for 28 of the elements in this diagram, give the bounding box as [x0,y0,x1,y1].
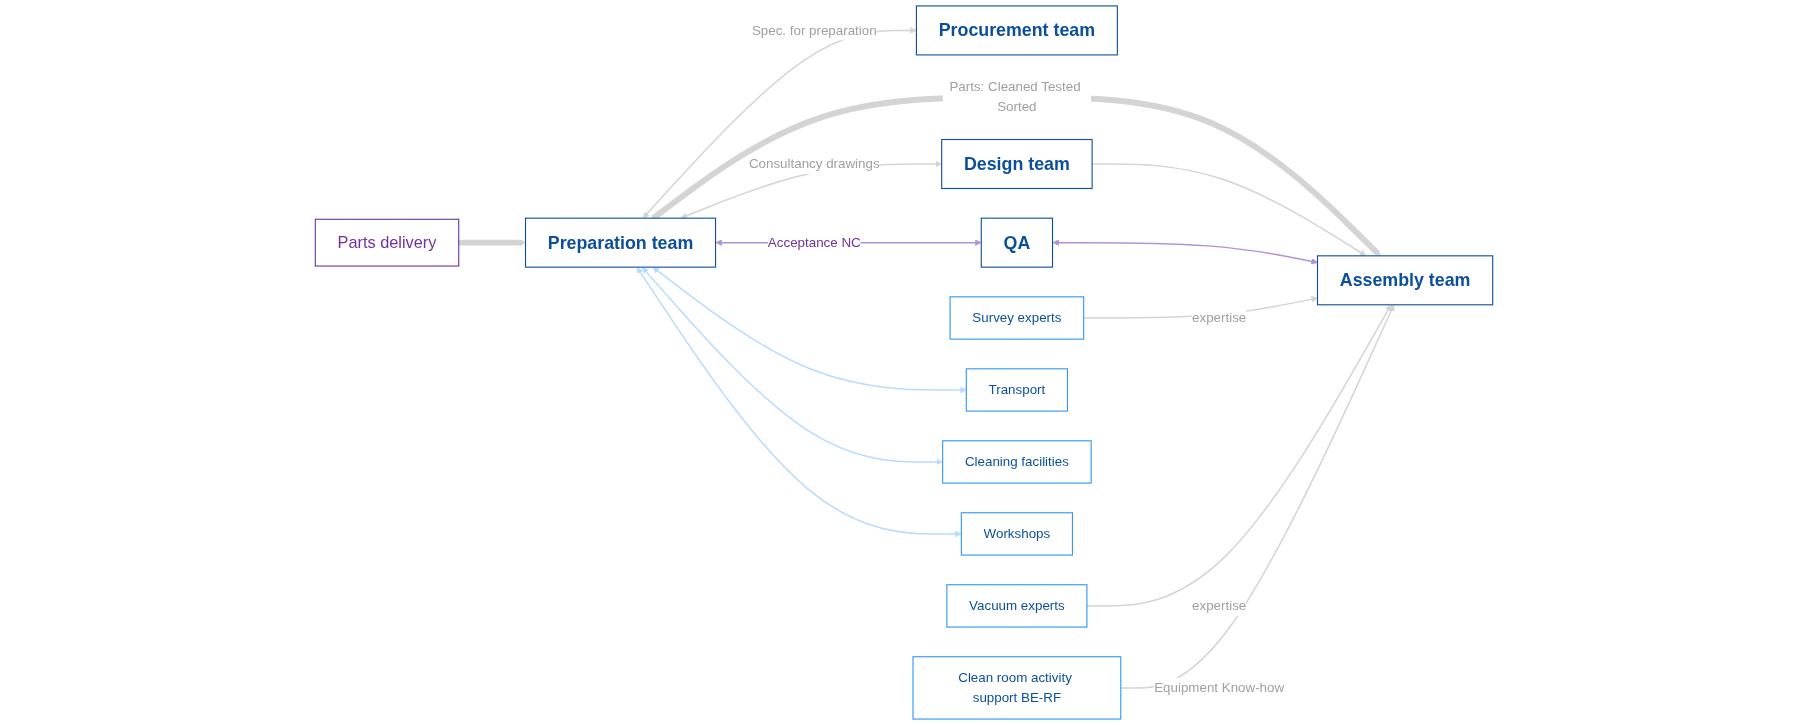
edge-label: Parts: Cleaned Tested Sorted [949,79,1081,115]
arrow [1052,239,1318,265]
edge-label: Spec. for preparation [751,22,877,38]
node-box: Clean room activity support BE-RF [912,656,1122,720]
edge-label: Equipment Know-how [1154,680,1285,695]
node-box: Workshops [960,512,1073,556]
node-box: QA [980,217,1054,268]
edge-label: Consultancy drawings [748,156,880,172]
edge-label: expertise [1192,310,1247,326]
node-box: Transport [965,368,1069,412]
arrow [651,94,1381,257]
node-box: Vacuum experts [946,584,1088,628]
node-box: Preparation team [524,217,717,268]
edge-label: expertise [1192,598,1247,613]
arrow [636,267,962,538]
arrow [1120,304,1395,689]
arrow [642,267,943,466]
node-box: Parts delivery [314,218,460,267]
edge-label: Acceptance NC [767,234,861,250]
arrow [642,27,917,219]
arrow [652,267,967,394]
node-box: Cleaning facilities [942,440,1092,484]
node-box: Procurement team [915,5,1118,56]
node-box: Assembly team [1316,255,1494,306]
node-box: Survey experts [949,296,1085,340]
arrow [458,239,526,246]
arrow [1086,304,1392,607]
node-box: Design team [941,138,1093,190]
